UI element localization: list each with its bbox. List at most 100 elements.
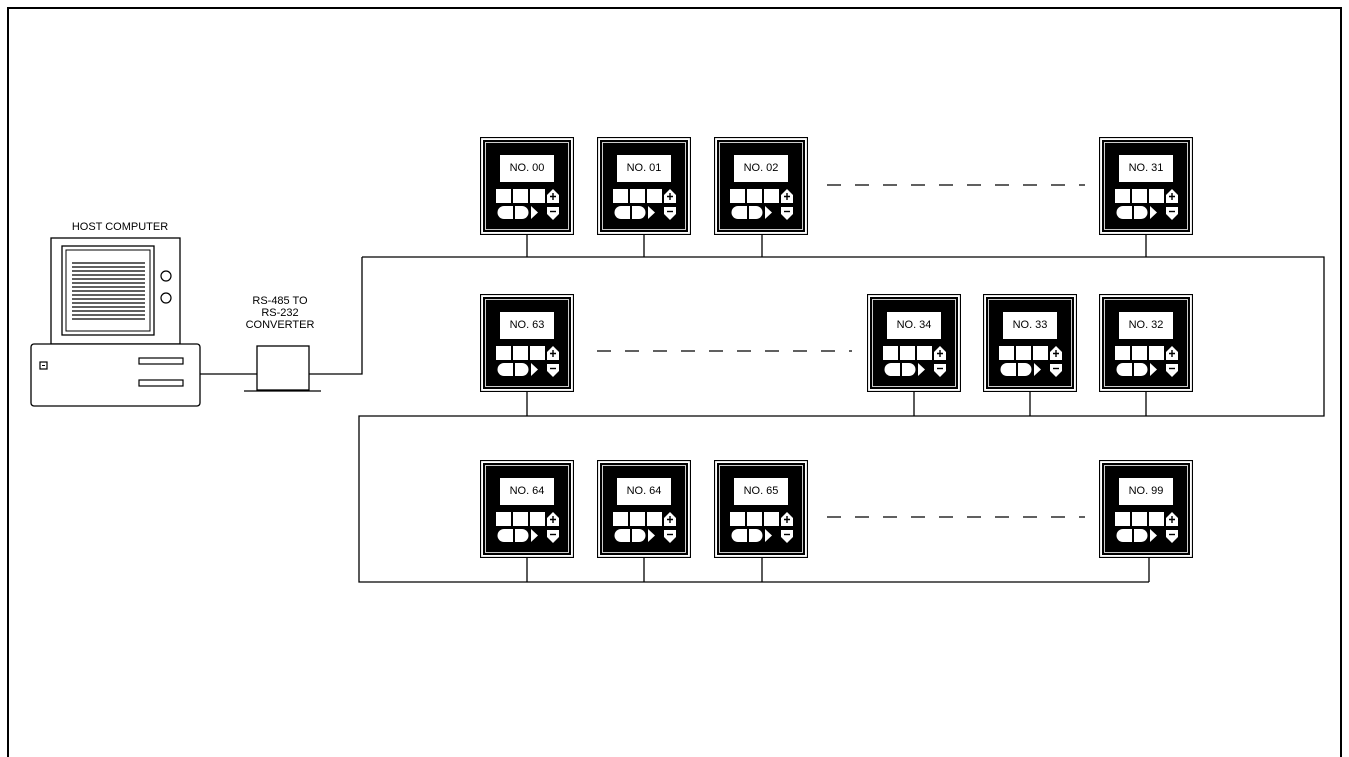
- device-address-label: NO. 33: [1003, 312, 1057, 339]
- round-key: [632, 529, 646, 542]
- key-3: [917, 346, 932, 360]
- key-1: [1115, 512, 1130, 526]
- round-key: [902, 363, 916, 376]
- key-3: [1033, 346, 1048, 360]
- converter-box: [256, 345, 310, 391]
- converter-label-line-3: CONVERTER: [245, 319, 315, 331]
- bezel-inner-line: [872, 299, 956, 387]
- controller-device: NO. 63: [479, 293, 575, 393]
- monitor-knob-top: [160, 270, 172, 282]
- plus-icon: [1169, 193, 1175, 200]
- plus-icon: [667, 516, 673, 523]
- converter-link: [309, 257, 363, 375]
- device-address-label: NO. 32: [1119, 312, 1173, 339]
- key-2: [1132, 189, 1147, 203]
- device-address-label: NO. 64: [617, 478, 671, 505]
- faceplate-body: [1102, 140, 1190, 232]
- plus-icon: [784, 516, 790, 523]
- key-2: [1132, 512, 1147, 526]
- round-key: [1134, 363, 1148, 376]
- faceplate-body: [483, 140, 571, 232]
- right-arrow-icon: [531, 529, 538, 542]
- key-3: [530, 189, 545, 203]
- controller-faceplate: [982, 293, 1078, 393]
- device-address-label: NO. 65: [734, 478, 788, 505]
- right-arrow-icon: [1150, 206, 1157, 219]
- page-frame: [7, 7, 1342, 757]
- left-key: [614, 529, 630, 542]
- controller-faceplate: [479, 136, 575, 236]
- down-key-icon: [781, 530, 793, 543]
- right-arrow-icon: [918, 363, 925, 376]
- right-arrow-icon: [765, 206, 772, 219]
- row1-drops: [526, 235, 1147, 257]
- key-1: [730, 189, 745, 203]
- controller-device: NO. 31: [1098, 136, 1194, 236]
- down-key-icon: [1166, 207, 1178, 220]
- plus-icon: [550, 516, 556, 523]
- key-1: [496, 512, 511, 526]
- drive-slot-bottom: [138, 379, 184, 387]
- right-arrow-icon: [648, 529, 655, 542]
- converter-label-line-2: RS-232: [261, 307, 299, 319]
- bezel-inner-line: [988, 299, 1072, 387]
- right-arrow-icon: [1150, 529, 1157, 542]
- controller-device: NO. 99: [1098, 459, 1194, 559]
- row2-drops: [526, 392, 1147, 416]
- down-key-icon: [1050, 364, 1062, 377]
- screen-text-lines: [72, 262, 145, 320]
- bezel-inner-line: [1104, 299, 1188, 387]
- device-address-label: NO. 64: [500, 478, 554, 505]
- device-address-label: NO. 63: [500, 312, 554, 339]
- right-arrow-icon: [1150, 363, 1157, 376]
- controller-device: NO. 01: [596, 136, 692, 236]
- controller-device: NO. 00: [479, 136, 575, 236]
- key-2: [630, 189, 645, 203]
- controller-device: NO. 64: [479, 459, 575, 559]
- faceplate-body: [483, 463, 571, 555]
- row3-drops: [526, 558, 1150, 582]
- key-1: [1115, 189, 1130, 203]
- plus-icon: [550, 193, 556, 200]
- controller-faceplate: [1098, 459, 1194, 559]
- round-key: [1018, 363, 1032, 376]
- device-address-label: NO. 34: [887, 312, 941, 339]
- round-key: [1134, 529, 1148, 542]
- round-key: [515, 363, 529, 376]
- controller-faceplate: [596, 136, 692, 236]
- controller-device: NO. 34: [866, 293, 962, 393]
- down-key-icon: [934, 364, 946, 377]
- faceplate-body: [1102, 463, 1190, 555]
- controller-device: NO. 65: [713, 459, 809, 559]
- left-key: [1116, 529, 1132, 542]
- key-1: [730, 512, 745, 526]
- down-key-icon: [664, 530, 676, 543]
- controller-faceplate: [479, 293, 575, 393]
- plus-icon: [550, 350, 556, 357]
- right-arrow-icon: [765, 529, 772, 542]
- device-address-label: NO. 02: [734, 155, 788, 182]
- bezel-inner-line: [602, 465, 686, 553]
- round-key: [749, 206, 763, 219]
- right-arrow-icon: [648, 206, 655, 219]
- left-key: [497, 206, 513, 219]
- down-key-icon: [1166, 364, 1178, 377]
- key-1: [613, 512, 628, 526]
- faceplate-body: [986, 297, 1074, 389]
- key-2: [747, 512, 762, 526]
- key-1: [496, 189, 511, 203]
- bezel-inner-line: [719, 142, 803, 230]
- key-2: [900, 346, 915, 360]
- bezel-inner-line: [719, 465, 803, 553]
- key-3: [764, 189, 779, 203]
- plus-icon: [937, 350, 943, 357]
- key-1: [999, 346, 1014, 360]
- controller-device: NO. 33: [982, 293, 1078, 393]
- converter-label-line-1: RS-485 TO: [252, 295, 308, 307]
- right-arrow-icon: [531, 206, 538, 219]
- bezel-inner-line: [485, 142, 569, 230]
- key-3: [530, 346, 545, 360]
- faceplate-body: [483, 297, 571, 389]
- key-2: [513, 346, 528, 360]
